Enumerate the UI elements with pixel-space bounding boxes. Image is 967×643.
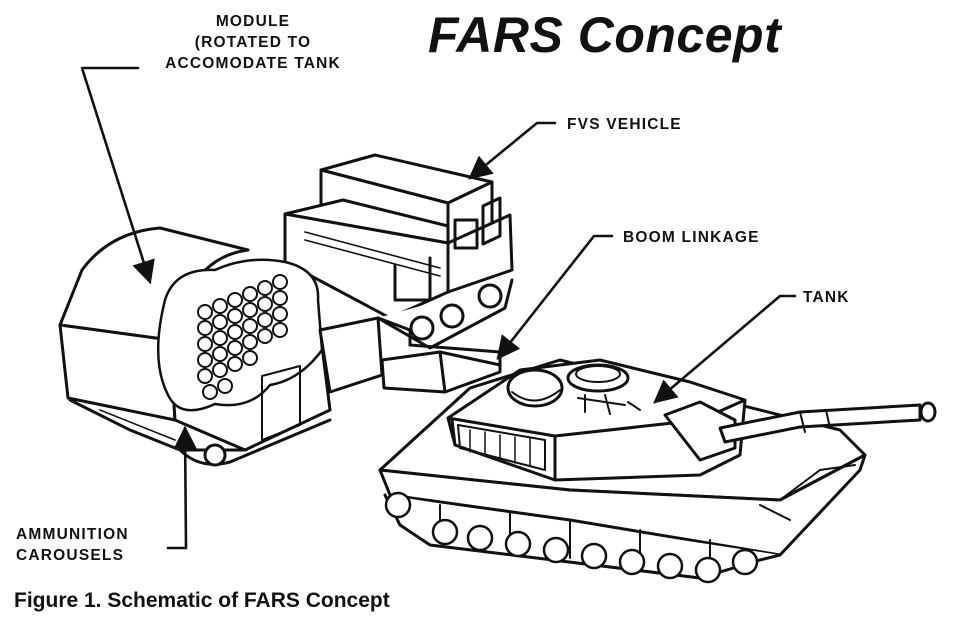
fvs-vehicle-leader-arrow bbox=[468, 121, 557, 180]
boom-linkage-leader-arrow bbox=[496, 234, 614, 360]
leader-lines bbox=[80, 66, 797, 550]
boom-linkage bbox=[318, 316, 502, 394]
tank bbox=[378, 358, 937, 584]
module-leader-arrow bbox=[80, 66, 155, 285]
tank-leader-arrow bbox=[653, 294, 797, 404]
figure-title: FARS Concept bbox=[428, 7, 782, 63]
fvs-vehicle-label: FVS VEHICLE bbox=[567, 116, 682, 133]
boom-linkage-label: BOOM LINKAGE bbox=[623, 229, 760, 246]
ammunition-carousels-line-2: CAROUSELS bbox=[16, 547, 125, 564]
tank-label: TANK bbox=[803, 289, 850, 306]
ammunition-carousels-label: AMMUNITION CAROUSELS bbox=[16, 524, 129, 566]
ammunition-carousels-line-1: AMMUNITION bbox=[16, 526, 129, 543]
module-label: MODULE (ROTATED TO ACCOMODATE TANK bbox=[143, 11, 363, 74]
fvs-vehicle bbox=[283, 153, 514, 350]
figure-caption: Figure 1. Schematic of FARS Concept bbox=[14, 589, 390, 612]
module-label-line-1: MODULE bbox=[215, 13, 291, 30]
module-label-line-2: (ROTATED TO bbox=[194, 34, 312, 51]
module-label-line-3: ACCOMODATE TANK bbox=[165, 55, 341, 72]
ammunition-carousels-leader-arrow bbox=[166, 425, 197, 550]
ammunition-module bbox=[58, 226, 332, 467]
